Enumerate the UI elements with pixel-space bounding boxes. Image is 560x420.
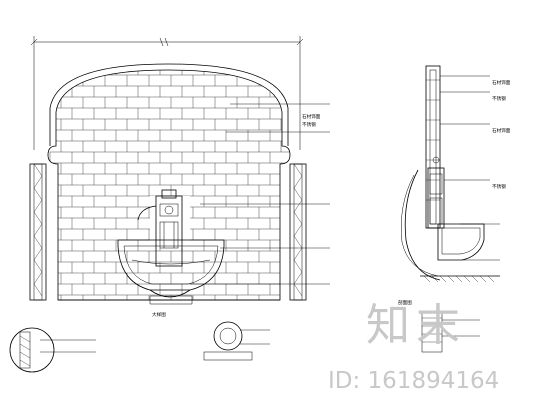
right-note-2: 不锈钢 <box>492 95 506 102</box>
detail-center <box>203 321 270 361</box>
brick-arch-wall <box>47 63 291 301</box>
watermark-id: ID: 161894164 <box>328 368 499 394</box>
brick-courses <box>49 70 290 300</box>
base-steps <box>58 295 280 305</box>
watermark: 知末 ID: 161894164 <box>328 300 499 394</box>
center-note-2: 不锈钢 <box>302 121 316 128</box>
top-dimension-line <box>30 36 304 150</box>
fountain-basin <box>117 239 225 298</box>
right-leaders <box>440 75 500 261</box>
section-basin <box>437 223 485 261</box>
section-ground <box>400 169 500 283</box>
right-note-1: 石材饰面 <box>492 79 511 86</box>
left-column <box>29 163 47 301</box>
detail-title-2: 剖面图 <box>398 299 412 306</box>
right-note-4: 不锈钢 <box>492 183 506 190</box>
detail-right <box>421 311 480 353</box>
right-column <box>289 163 307 301</box>
detail-left <box>9 327 96 373</box>
fountain-spout <box>137 189 190 267</box>
center-note-1: 石材饰面 <box>302 113 321 120</box>
center-leaders <box>190 103 330 285</box>
section-spout <box>427 156 445 229</box>
watermark-logo: 知末 <box>366 300 466 351</box>
main-elevation: 石材饰面 不锈钢 <box>29 36 330 305</box>
right-note-3: 石材饰面 <box>492 127 511 134</box>
detail-title-1: 大样图 <box>152 311 166 318</box>
right-section: 石材饰面 不锈钢 石材饰面 不锈钢 <box>400 65 511 283</box>
